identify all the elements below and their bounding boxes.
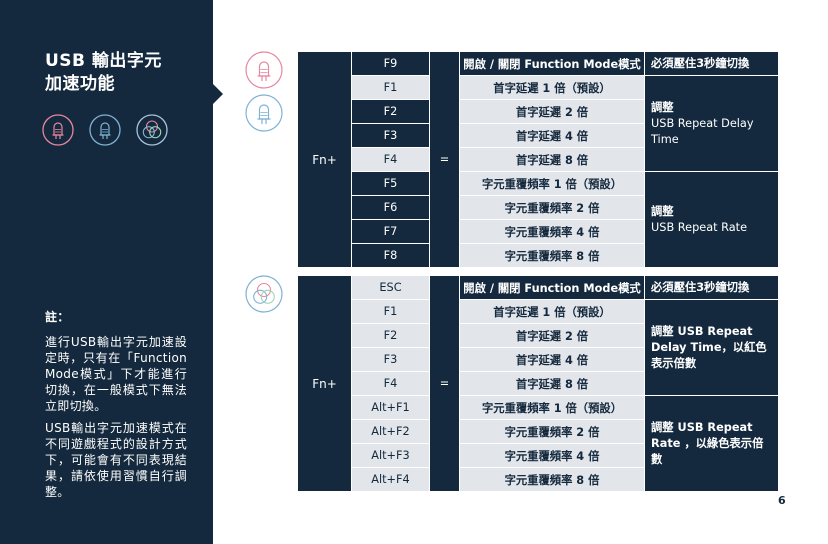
function-cell: 首字延遲 1 倍（預設） [459,299,645,324]
sidebar: USB 輸出字元 加速功能 註： 進 [0,0,223,544]
function-cell: 首字延遲 4 倍 [459,347,645,372]
function-cell: 首字延遲 4 倍 [459,123,645,148]
key-cell: F3 [351,347,430,372]
key-cell: F8 [351,243,430,268]
blue-led-icon [89,114,121,146]
key-cell: F1 [351,299,430,324]
sidebar-notch [213,84,223,104]
key-cell: ESC [351,275,430,300]
table-row: F3 首字延遲 4 倍 [298,347,779,372]
table-row: F4 首字延遲 8 倍 [298,371,779,396]
equals-label: = [429,51,460,268]
rgb-circles-icon [245,275,283,313]
key-table-1: Fn+ F9 = 開啟 / 關閉 Function Mode模式 必須壓住3秒鐘… [297,51,779,268]
table-row: Fn+ ESC = 開啟 / 關閉 Function Mode模式 必須壓住3秒… [297,275,779,492]
rate-description-text: USB Repeat Rate [651,220,748,234]
function-cell: 開啟 / 關閉 Function Mode模式 [459,51,645,76]
key-cell: F4 [351,147,430,172]
rate-description-title: 調整 [651,204,674,218]
key-cell: F2 [351,99,430,124]
title-line-2: 加速功能 [45,74,115,94]
function-cell: 字元重覆頻率 1 倍（預設） [459,395,645,420]
table-row: Alt+F2 字元重覆頻率 2 倍 [298,419,779,444]
table-row: Alt+F3 字元重覆頻率 4 倍 [298,443,779,468]
table-row: Alt+F1 字元重覆頻率 1 倍（預設） 調整 USB Repeat Rate… [298,395,779,492]
function-cell: 字元重覆頻率 1 倍（預設） [459,171,645,196]
table-row: Alt+F4 字元重覆頻率 8 倍 [298,467,779,492]
table-row: F5 字元重覆頻率 1 倍（預設） 調整 USB Repeat Rate [298,171,779,268]
table-row: F1 首字延遲 1 倍（預設） 調整 USB Repeat Delay Time [298,75,779,172]
title-line-1: USB 輸出字元 [45,51,162,71]
delay-description: 調整 USB Repeat Delay Time，以紅色表示倍數 [644,299,779,396]
function-cell: 首字延遲 2 倍 [459,99,645,124]
function-cell: 首字延遲 2 倍 [459,323,645,348]
delay-description-title: 調整 [651,100,674,114]
key-cell: Alt+F1 [351,395,430,420]
equals-label: = [429,275,460,492]
function-cell: 開啟 / 關閉 Function Mode模式 [459,275,645,300]
page-title: USB 輸出字元 加速功能 [45,50,205,96]
rate-description: 調整 USB Repeat Rate [644,171,779,268]
key-table-2: Fn+ ESC = 開啟 / 關閉 Function Mode模式 必須壓住3秒… [297,275,779,492]
rate-description-text: 調整 USB Repeat Rate ，以綠色表示倍數 [651,420,764,466]
delay-description: 調整 USB Repeat Delay Time [644,75,779,172]
function-cell: 首字延遲 8 倍 [459,147,645,172]
function-cell: 字元重覆頻率 4 倍 [459,219,645,244]
key-cell: Alt+F3 [351,443,430,468]
blue-led-icon [245,94,283,132]
function-cell: 字元重覆頻率 2 倍 [459,419,645,444]
table-row: F2 首字延遲 2 倍 [298,323,779,348]
function-cell: 字元重覆頻率 2 倍 [459,195,645,220]
pink-led-icon [42,114,74,146]
function-cell: 字元重覆頻率 4 倍 [459,443,645,468]
key-cell: F6 [351,195,430,220]
key-cell: Alt+F2 [351,419,430,444]
table-row: F8 字元重覆頻率 8 倍 [298,243,779,268]
key-cell: F3 [351,123,430,148]
page-number: 6 [778,494,786,507]
key-cell: F1 [351,75,430,100]
sidebar-icon-row [42,114,168,146]
hold-3s-note: 必須壓住3秒鐘切換 [644,51,779,76]
note-paragraph-2: USB輸出字元加速模式在不同遊戲程式的設計方式下，可能會有不同表現結果，請依使用… [45,421,187,499]
table-row: F1 首字延遲 1 倍（預設） 調整 USB Repeat Delay Time… [298,299,779,396]
hold-3s-note: 必須壓住3秒鐘切換 [644,275,779,300]
fn-key-label: Fn+ [297,51,352,268]
delay-description-text: 調整 USB Repeat Delay Time，以紅色表示倍數 [651,324,767,370]
table-row: F7 字元重覆頻率 4 倍 [298,219,779,244]
rgb-circles-icon [136,114,168,146]
key-cell: F2 [351,323,430,348]
fn-key-label: Fn+ [297,275,352,492]
key-cell: F9 [351,51,430,76]
function-cell: 首字延遲 1 倍（預設） [459,75,645,100]
table-row: F3 首字延遲 4 倍 [298,123,779,148]
pink-led-icon [245,51,283,89]
table-row: Fn+ F9 = 開啟 / 關閉 Function Mode模式 必須壓住3秒鐘… [297,51,779,268]
rate-description: 調整 USB Repeat Rate ，以綠色表示倍數 [644,395,779,492]
function-cell: 字元重覆頻率 8 倍 [459,243,645,268]
key-cell: Alt+F4 [351,467,430,492]
note-paragraph-1: 進行USB輸出字元加速設定時，只有在「Function Mode模式」下才能進行… [45,335,187,413]
key-cell: F4 [351,371,430,396]
note-label: 註： [45,310,70,324]
function-cell: 字元重覆頻率 8 倍 [459,467,645,492]
delay-description-text: USB Repeat Delay Time [651,116,754,146]
note-block: 註： 進行USB輸出字元加速設定時，只有在「Function Mode模式」下才… [45,309,187,506]
key-cell: F7 [351,219,430,244]
function-cell: 首字延遲 8 倍 [459,371,645,396]
key-cell: F5 [351,171,430,196]
